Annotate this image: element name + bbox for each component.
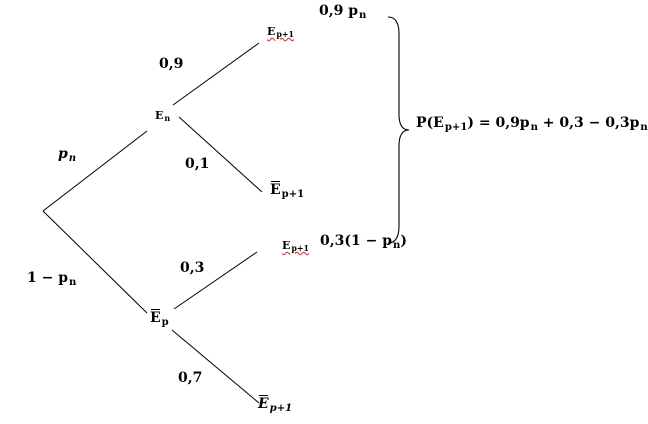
formula-lhs-pre: P(E bbox=[416, 115, 444, 131]
probability-tree bbox=[42, 42, 263, 404]
formula-lhs-sub: p+1 bbox=[444, 121, 468, 133]
leaf-e-p1-bottom-letter: E bbox=[282, 239, 291, 252]
outcome-0-3-post: ) bbox=[400, 233, 407, 249]
branch-label-1-minus-pn-sub: n bbox=[69, 276, 77, 288]
branch-en-e-p1 bbox=[172, 42, 260, 106]
leaf-ebar-p1-top-letter: E bbox=[270, 181, 281, 198]
leaf-ebar-p1-bottom-letter: E bbox=[258, 395, 269, 412]
leaf-e-p1-top: Ep+1 bbox=[267, 25, 295, 40]
branch-label-0-3: 0,3 bbox=[180, 260, 205, 276]
branch-ebar-p-e-p1 bbox=[173, 251, 258, 310]
formula-lhs-post: ) bbox=[467, 115, 474, 131]
leaf-e-p1-top-letter: E bbox=[267, 25, 276, 38]
formula-end-sub: n bbox=[640, 121, 648, 133]
outcome-0-9-pn-sub: n bbox=[359, 9, 367, 21]
curly-brace bbox=[387, 16, 410, 244]
probability-formula: P(Ep+1) = 0,9pn + 0,3 − 0,3pn bbox=[416, 115, 648, 133]
branch-label-1-minus-pn: 1 − pn bbox=[27, 270, 77, 288]
branch-label-1-minus-pn-text: 1 − p bbox=[27, 270, 69, 286]
branch-en-ebar-p1 bbox=[178, 116, 263, 193]
branch-root-en bbox=[42, 130, 148, 212]
leaf-e-p1-bottom-sub: p+1 bbox=[291, 244, 310, 254]
node-ebar-p-sub: p bbox=[161, 316, 169, 328]
branch-ebar-p-ebar-p1 bbox=[171, 329, 260, 404]
leaf-e-p1-bottom: Ep+1 bbox=[282, 239, 310, 254]
formula-eq: = 0,9p bbox=[473, 115, 530, 131]
node-e-n: En bbox=[155, 109, 171, 124]
branch-label-0-7: 0,7 bbox=[178, 370, 203, 386]
branch-label-pn: pn bbox=[58, 146, 77, 164]
outcome-0-3-one-minus-pn: 0,3(1 − pn) bbox=[320, 233, 407, 251]
leaf-ebar-p1-bottom: Ep+1 bbox=[258, 395, 293, 414]
outcome-0-3-pre: 0,3(1 − p bbox=[320, 233, 392, 249]
branch-label-pn-sub: n bbox=[68, 152, 77, 164]
branch-root-ebar-p bbox=[42, 210, 148, 314]
leaf-ebar-p1-top-sub: p+1 bbox=[281, 188, 305, 200]
leaf-ebar-p1-bottom-sub: p+1 bbox=[269, 402, 293, 414]
outcome-0-3-sub: n bbox=[393, 239, 401, 251]
branch-label-0-9: 0,9 bbox=[159, 56, 184, 72]
node-e-n-sub: n bbox=[164, 114, 171, 124]
outcome-0-9-pn: 0,9 pn bbox=[319, 3, 367, 21]
outcome-0-9-pn-text: 0,9 p bbox=[319, 3, 359, 19]
node-ebar-p-letter: E bbox=[150, 309, 161, 326]
leaf-e-p1-top-sub: p+1 bbox=[276, 30, 295, 40]
formula-eq-sub: n bbox=[530, 121, 538, 133]
branch-label-0-1: 0,1 bbox=[185, 156, 210, 172]
leaf-ebar-p1-top: Ep+1 bbox=[270, 181, 305, 200]
node-ebar-p: Ep bbox=[150, 309, 169, 328]
node-e-n-letter: E bbox=[155, 109, 164, 122]
formula-mid: + 0,3 − 0,3p bbox=[537, 115, 640, 131]
branch-label-pn-var: p bbox=[58, 146, 68, 162]
